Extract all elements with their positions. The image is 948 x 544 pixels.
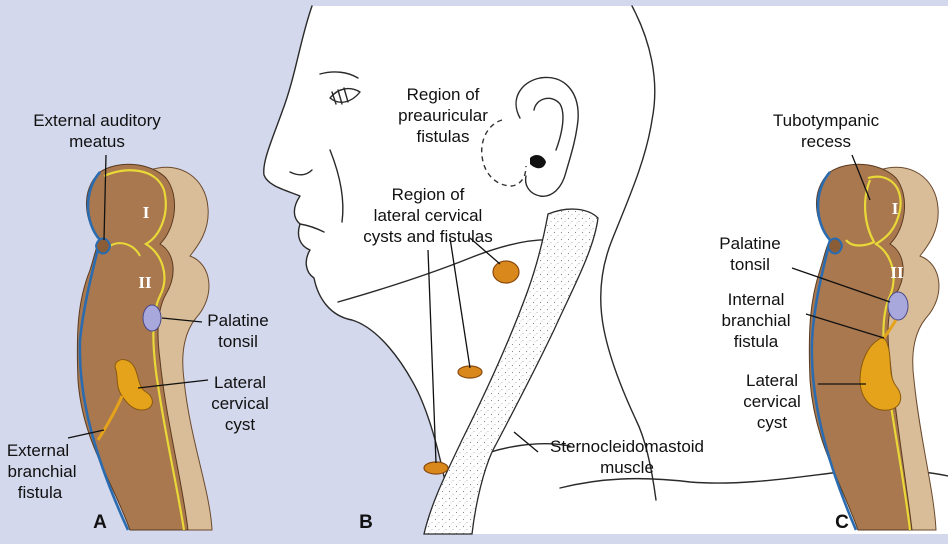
label-cyst-a-2: cervical [211, 394, 269, 413]
panel-letter-a: A [93, 512, 107, 533]
cervical-cyst-lower [424, 462, 448, 474]
label-tonsil-c-2: tonsil [730, 255, 770, 274]
auditory-meatus-pit [96, 239, 110, 254]
panel-letter-c: C [835, 512, 849, 533]
arch-1-c: I [892, 199, 899, 218]
cervical-cyst-upper [493, 261, 519, 283]
palatine-tonsil-a [143, 305, 161, 331]
label-scm-2: muscle [600, 458, 654, 477]
label-internal-c-1: Internal [728, 290, 785, 309]
label-fistula-a-2: branchial [8, 462, 77, 481]
label-internal-c-3: fistula [734, 332, 779, 351]
label-cyst-c-2: cervical [743, 392, 801, 411]
label-fistula-a-1: External [7, 441, 69, 460]
label-cyst-a-3: cyst [225, 415, 256, 434]
arch-2-a: II [138, 273, 152, 292]
label-cyst-a-1: Lateral [214, 373, 266, 392]
panel-letter-b: B [359, 512, 373, 533]
label-tonsil-a-2: tonsil [218, 332, 258, 351]
label-cervical-1: Region of [392, 185, 465, 204]
auditory-pit-c [828, 239, 842, 254]
label-cyst-c-1: Lateral [746, 371, 798, 390]
label-scm-1: Sternocleidomastoid [550, 437, 704, 456]
label-meatus-2: meatus [69, 132, 125, 151]
label-tonsil-c-1: Palatine [719, 234, 780, 253]
label-meatus-1: External auditory [33, 111, 161, 130]
label-cervical-2: lateral cervical [374, 206, 483, 225]
label-tubo-2: recess [801, 132, 851, 151]
label-preauricular-2: preauricular [398, 106, 488, 125]
label-tubo-1: Tubotympanic [773, 111, 880, 130]
palatine-tonsil-c [888, 292, 908, 320]
label-cervical-3: cysts and fistulas [363, 227, 492, 246]
panel-a-section: I II External auditory meatus Palatine t… [7, 111, 269, 533]
label-fistula-a-3: fistula [18, 483, 63, 502]
label-tonsil-a-1: Palatine [207, 311, 268, 330]
label-preauricular-3: fistulas [417, 127, 470, 146]
label-internal-c-2: branchial [722, 311, 791, 330]
arch-1-a: I [143, 203, 150, 222]
arch-2-c: II [890, 263, 904, 282]
label-preauricular-1: Region of [407, 85, 480, 104]
label-cyst-c-3: cyst [757, 413, 788, 432]
